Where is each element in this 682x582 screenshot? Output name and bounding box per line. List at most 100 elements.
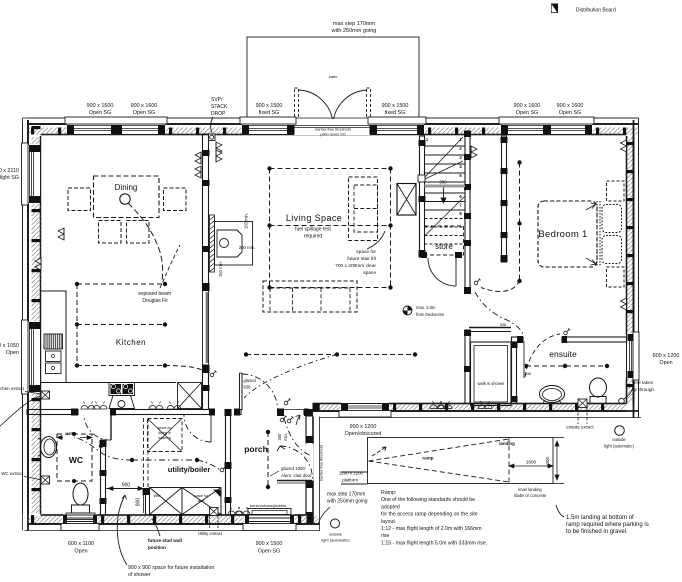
svg-text:Open SG: Open SG — [89, 110, 111, 116]
svg-text:Utility extract: Utility extract — [198, 531, 223, 536]
svg-text:600 x 1100: 600 x 1100 — [68, 541, 94, 547]
svg-text:fixed SG: fixed SG — [385, 110, 406, 116]
svg-text:1600: 1600 — [526, 460, 537, 465]
svg-text:Slabs or concrete: Slabs or concrete — [514, 493, 547, 498]
svg-text:1:12 - max flight length of 2.: 1:12 - max flight length of 2.0m with 16… — [381, 526, 482, 532]
svg-text:washing: washing — [158, 436, 171, 440]
svg-text:rooflight SG: rooflight SG — [0, 175, 19, 181]
svg-text:Ramp:: Ramp: — [381, 490, 396, 496]
svg-text:WM: WM — [153, 493, 160, 498]
svg-text:ensuite extract: ensuite extract — [566, 425, 594, 430]
svg-text:light (automatic): light (automatic) — [604, 444, 634, 449]
svg-text:8: 8 — [459, 211, 462, 216]
svg-text:DROP: DROP — [211, 111, 226, 117]
svg-text:1.5m landing at bottom of: 1.5m landing at bottom of — [566, 515, 634, 521]
svg-text:1: 1 — [459, 137, 462, 142]
svg-text:rise: rise — [381, 533, 389, 539]
svg-text:up through: up through — [632, 387, 654, 392]
svg-text:6: 6 — [459, 194, 462, 199]
svg-text:max step 170mm: max step 170mm — [333, 21, 376, 27]
svg-text:5: 5 — [459, 173, 462, 178]
svg-text:Open: Open — [74, 549, 87, 555]
svg-text:glazed: glazed — [244, 378, 257, 383]
svg-text:light (automatic): light (automatic) — [321, 538, 350, 543]
svg-text:Distribution Board: Distribution Board — [576, 8, 616, 14]
svg-text:outside: outside — [329, 532, 343, 537]
svg-text:space: space — [363, 271, 376, 276]
svg-text:838: 838 — [525, 372, 531, 376]
svg-text:of shower: of shower — [128, 572, 151, 578]
svg-text:platform: platform — [342, 478, 358, 483]
svg-text:future stair lift: future stair lift — [347, 256, 376, 262]
svg-text:150 min.: 150 min. — [244, 213, 249, 229]
svg-text:space for: space for — [158, 426, 173, 430]
svg-text:1000: 1000 — [545, 456, 550, 467]
svg-text:position: position — [148, 545, 166, 550]
svg-text:max step 170mm: max step 170mm — [327, 492, 365, 498]
svg-text:Open/obscured: Open/obscured — [345, 431, 382, 437]
svg-text:Open SG: Open SG — [559, 110, 581, 116]
svg-text:from bedrooms: from bedrooms — [416, 312, 444, 317]
svg-text:1: 1 — [426, 137, 429, 142]
svg-text:fixed SG: fixed SG — [259, 110, 280, 116]
svg-text:Open SG: Open SG — [258, 549, 280, 555]
svg-text:838: 838 — [244, 385, 252, 390]
svg-text:900 x 900 space for future ins: 900 x 900 space for future installation — [128, 565, 214, 571]
svg-text:Bedroom 1: Bedroom 1 — [538, 229, 587, 240]
svg-text:space for: space for — [194, 494, 209, 498]
svg-text:ensuite: ensuite — [549, 349, 577, 359]
svg-text:2: 2 — [459, 146, 462, 151]
svg-text:One of the following standards: One of the following standards should be — [381, 497, 475, 503]
svg-text:900 x 1600: 900 x 1600 — [131, 103, 158, 109]
svg-text:Living Space: Living Space — [286, 213, 342, 223]
svg-text:900 x 1600: 900 x 1600 — [87, 103, 114, 109]
svg-text:level landing: level landing — [518, 487, 542, 492]
svg-text:store: store — [435, 242, 453, 251]
svg-text:1460: 1460 — [66, 431, 76, 436]
svg-text:600 x 2110: 600 x 2110 — [0, 168, 19, 174]
svg-text:space for: space for — [356, 249, 376, 255]
svg-text:Dining: Dining — [115, 183, 138, 192]
svg-text:exposed beam: exposed beam — [138, 291, 171, 297]
svg-text:WC extract: WC extract — [1, 471, 23, 476]
svg-text:min.: min. — [283, 433, 288, 441]
svg-text:for the access ramp depending: for the access ramp depending on the sit… — [381, 512, 478, 518]
svg-text:vent taken: vent taken — [632, 380, 654, 385]
svg-text:900 x 1500: 900 x 1500 — [256, 541, 283, 547]
svg-text:bench/shoes/jackets: bench/shoes/jackets — [250, 503, 286, 508]
svg-text:required: required — [304, 234, 323, 240]
svg-text:kitchen extract: kitchen extract — [0, 386, 25, 391]
svg-text:700 x 400mm clear: 700 x 400mm clear — [335, 263, 376, 269]
svg-text:900: 900 — [122, 483, 131, 489]
svg-text:900: 900 — [439, 180, 447, 185]
svg-text:ramp required where parking is: ramp required where parking is — [566, 522, 649, 528]
svg-text:1:15 - max flight length 5.0m: 1:15 - max flight length 5.0m with 333mm… — [381, 540, 487, 546]
svg-text:838: 838 — [500, 323, 506, 327]
svg-text:900 x 1600: 900 x 1600 — [557, 103, 584, 109]
svg-text:drying of: drying of — [158, 431, 171, 435]
svg-text:to be finished in gravel.: to be finished in gravel. — [566, 529, 628, 535]
svg-text:STACK: STACK — [211, 104, 228, 110]
svg-text:barrier-free threshold: barrier-free threshold — [320, 445, 324, 480]
svg-text:300 min.: 300 min. — [239, 245, 256, 250]
svg-text:with 250mm going: with 250mm going — [331, 28, 377, 34]
svg-text:Kitchen: Kitchen — [116, 338, 146, 347]
svg-text:layout.: layout. — [381, 519, 396, 525]
svg-text:4: 4 — [459, 164, 462, 169]
svg-text:Open: Open — [6, 350, 19, 356]
svg-text:3: 3 — [459, 155, 462, 160]
svg-text:Open SG: Open SG — [133, 110, 155, 116]
svg-text:900 x 1500: 900 x 1500 — [256, 103, 283, 109]
svg-text:ramp: ramp — [422, 456, 433, 461]
svg-text:900 x 1050: 900 x 1050 — [0, 343, 19, 349]
svg-text:7: 7 — [459, 203, 462, 208]
svg-text:300: 300 — [277, 433, 282, 441]
svg-text:drier: drier — [198, 499, 206, 503]
svg-text:porch: porch — [244, 444, 268, 454]
svg-text:glazed 1000: glazed 1000 — [281, 466, 305, 471]
svg-text:Alum. clad door: Alum. clad door — [281, 473, 312, 478]
svg-text:WC: WC — [69, 455, 83, 465]
svg-text:600 x 1200: 600 x 1200 — [653, 353, 680, 359]
svg-text:fuel spillage test: fuel spillage test — [295, 227, 331, 233]
svg-text:SVP/: SVP/ — [211, 97, 223, 103]
